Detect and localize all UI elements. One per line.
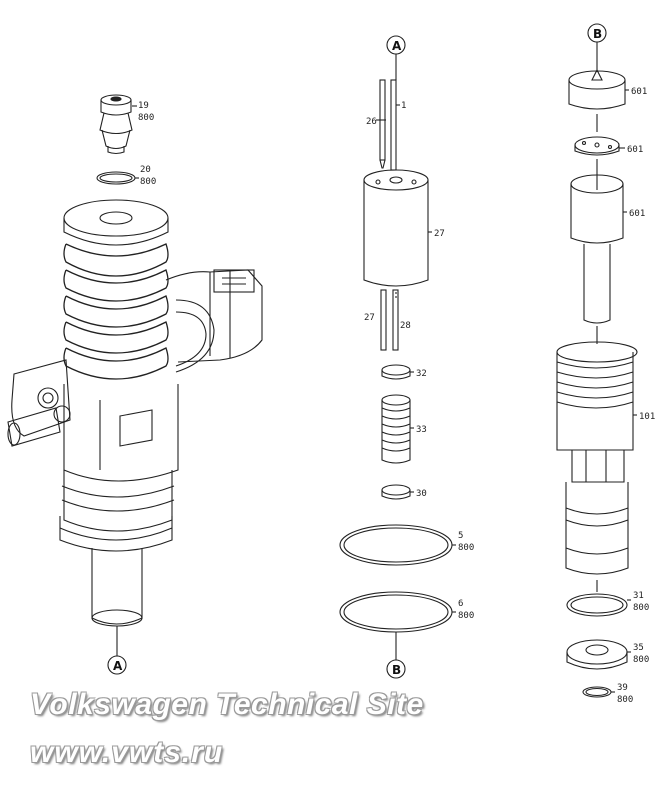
label-19-sub: 800 [138, 113, 154, 123]
label-31: 31 [633, 591, 644, 601]
label-39-sub: 800 [617, 695, 633, 705]
callout-b-top-label: B [593, 27, 602, 41]
assembled-injector [7, 94, 263, 656]
label-101: 101 [639, 412, 655, 422]
label-31-sub: 800 [633, 603, 649, 613]
label-26: 26 [366, 117, 377, 127]
label-33: 33 [416, 425, 427, 435]
label-35: 35 [633, 643, 644, 653]
label-39: 39 [617, 683, 628, 693]
callout-b-top: B [587, 23, 607, 43]
label-30: 30 [416, 489, 427, 499]
label-6: 6 [458, 599, 463, 609]
label-35-sub: 800 [633, 655, 649, 665]
label-27: 27 [434, 229, 445, 239]
callout-a-bottom-label: A [113, 659, 123, 673]
label-19: 19 [138, 101, 149, 111]
label-20-sub: 800 [140, 177, 156, 187]
watermark-title: Volkswagen Technical Site [30, 688, 424, 721]
callout-b-bottom: B [386, 659, 406, 679]
label-5-sub: 800 [458, 543, 474, 553]
nozzle-stack [556, 42, 638, 698]
label-20: 20 [140, 165, 151, 175]
label-28: 28 [400, 321, 411, 331]
callout-b-bottom-label: B [392, 663, 401, 677]
callout-a-bottom: A [107, 655, 127, 675]
label-5: 5 [458, 531, 463, 541]
label-6-sub: 800 [458, 611, 474, 621]
watermark-url: www.vwts.ru [30, 736, 224, 769]
label-601a: 601 [631, 87, 647, 97]
label-601c: 601 [629, 209, 645, 219]
label-1: 1 [401, 101, 406, 111]
callout-a-top: A [386, 35, 406, 55]
label-27b: 27 [364, 313, 375, 323]
label-601b: 601 [627, 145, 643, 155]
solenoid-stack [339, 54, 453, 660]
label-32: 32 [416, 369, 427, 379]
callout-a-top-label: A [392, 39, 402, 53]
